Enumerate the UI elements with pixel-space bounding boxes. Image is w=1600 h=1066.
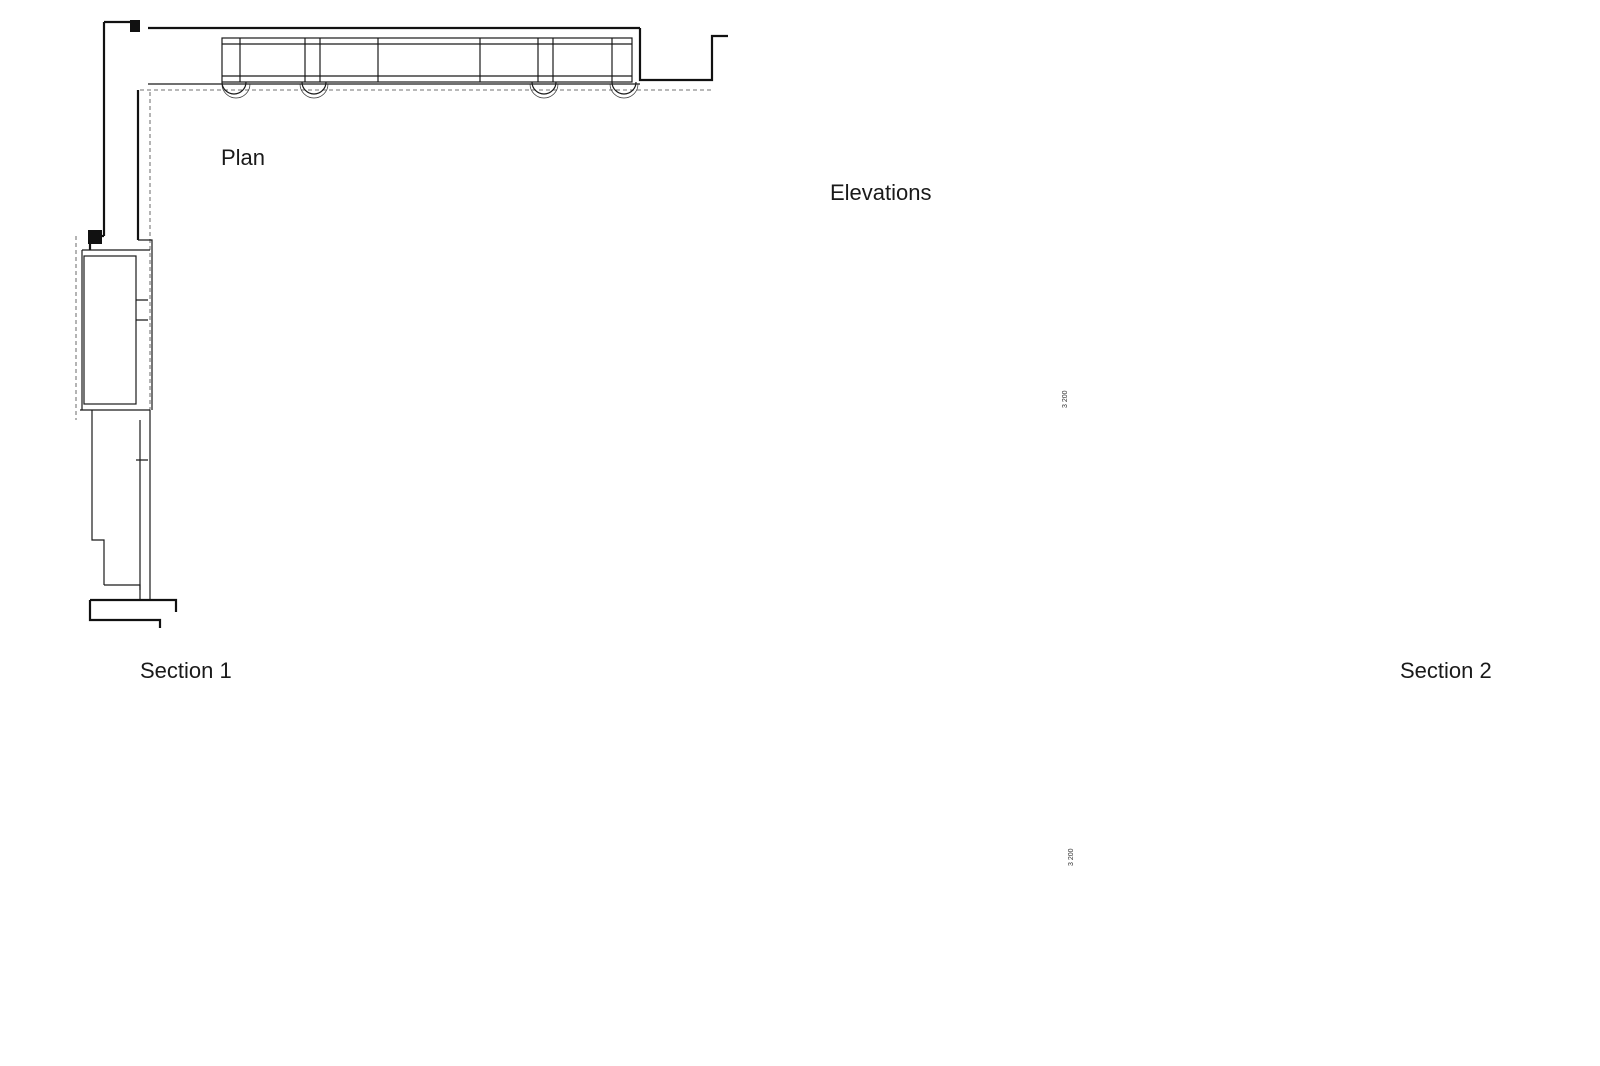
- section-1-label: Section 1: [140, 658, 232, 683]
- elevations-label: Elevations: [830, 180, 932, 205]
- height-dimension-lower: 3 200: [1068, 848, 1075, 866]
- height-dimension-upper: 3 200: [1062, 390, 1069, 408]
- plan-label: Plan: [221, 145, 266, 170]
- plan-drawing: [75, 20, 728, 628]
- section-2-label: Section 2: [1400, 658, 1492, 683]
